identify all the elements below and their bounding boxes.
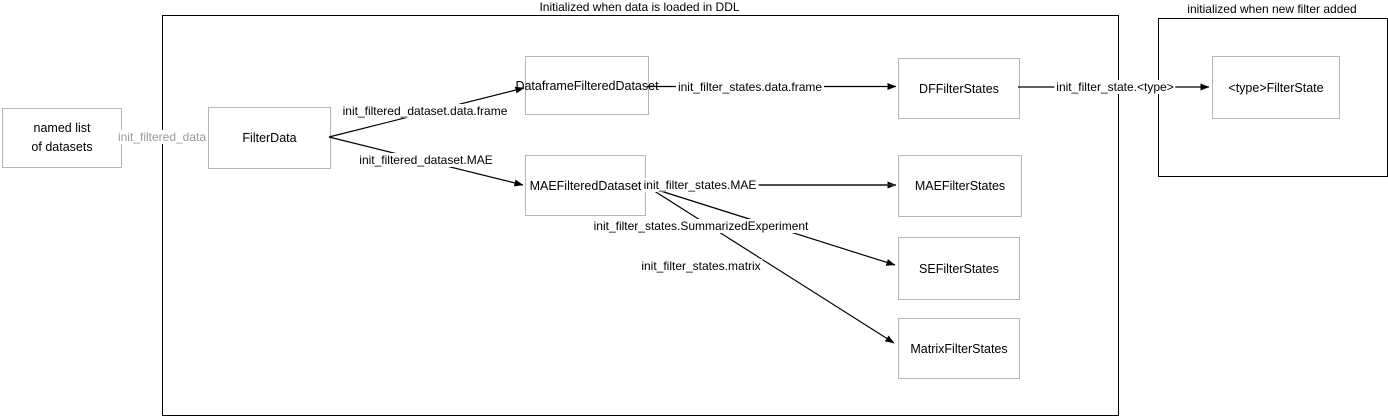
- edge-label-init-filtered-dataset-data-frame: init_filtered_dataset.data.frame: [340, 104, 510, 118]
- node-mae-filter-states: MAEFilterStates: [898, 155, 1022, 217]
- node-type-filter-state: <type>FilterState: [1212, 56, 1340, 119]
- node-dataframe-filtered-dataset: DataframeFilteredDataset: [515, 56, 659, 115]
- container-ddl-title: Initialized when data is loaded in DDL: [539, 0, 740, 14]
- node-matrix-filter-states: MatrixFilterStates: [898, 318, 1020, 379]
- edge-label-init-filter-state-type: init_filter_state.<type>: [1054, 80, 1176, 94]
- node-mae-filtered-dataset: MAEFilteredDataset: [525, 155, 646, 216]
- edge-label-init-filter-states-data-frame: init_filter_states.data.frame: [675, 80, 825, 94]
- edge-label-init-filter-states-mae: init_filter_states.MAE: [641, 178, 759, 192]
- node-named-list-of-datasets: named list of datasets: [2, 108, 122, 168]
- node-filterdata: FilterData: [208, 107, 331, 169]
- edge-label-init-filtered-data: init_filtered_data: [115, 130, 209, 144]
- node-se-filter-states: SEFilterStates: [898, 237, 1020, 300]
- node-df-filter-states: DFFilterStates: [898, 58, 1020, 119]
- edge-label-init-filtered-dataset-mae: init_filtered_dataset.MAE: [357, 153, 495, 167]
- container-new-filter-title: initialized when new filter added: [1187, 2, 1357, 16]
- container-ddl-group: [162, 15, 1119, 416]
- edge-init-filter-states-matrix: [647, 186, 895, 344]
- edge-label-init-filter-states-summarized-experiment: init_filter_states.SummarizedExperiment: [591, 219, 811, 233]
- edge-label-init-filter-states-matrix: init_filter_states.matrix: [639, 259, 763, 273]
